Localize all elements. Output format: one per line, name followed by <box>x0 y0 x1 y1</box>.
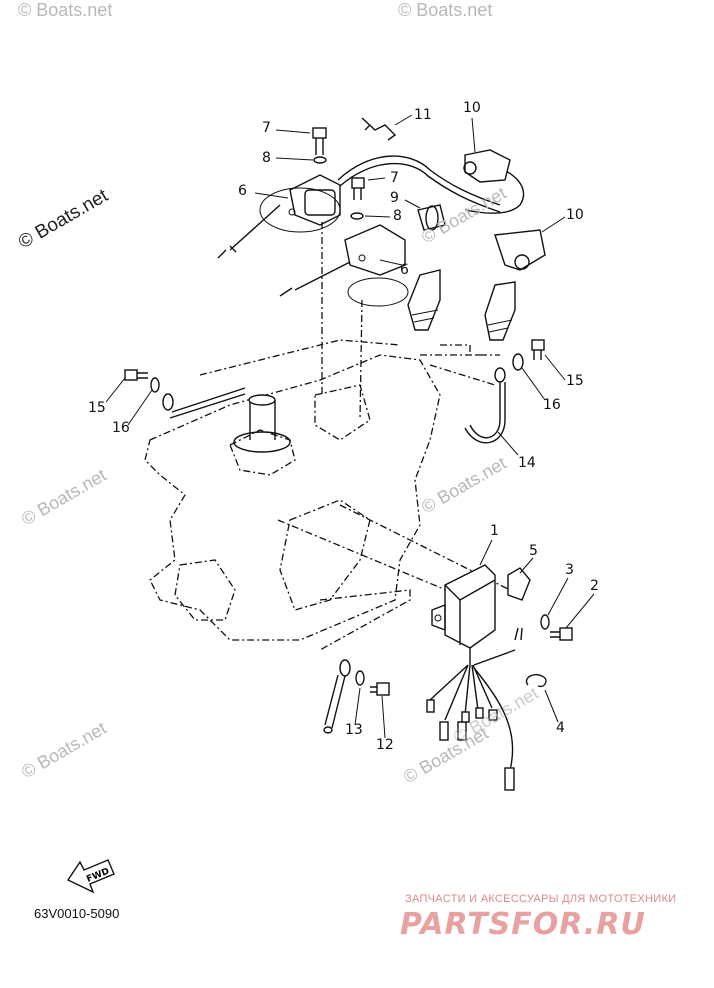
spark-plug-left <box>407 269 441 331</box>
bolt-2 <box>550 627 573 641</box>
callout-number: 15 <box>566 373 584 389</box>
ground-lead-14 <box>464 367 506 444</box>
brand-logo: PARTSFOR.RU <box>400 907 646 942</box>
callout-number: 9 <box>390 190 399 206</box>
bracket-5 <box>507 567 531 601</box>
washer-8-upper <box>313 156 327 164</box>
bolt-12 <box>370 682 390 696</box>
bolt-7-lower <box>351 177 365 200</box>
cdi-unit-1 <box>431 564 496 649</box>
callout-number: 10 <box>566 207 584 223</box>
washer-16-right <box>512 353 524 371</box>
engine-block-outline <box>144 339 441 651</box>
callout-number: 6 <box>238 183 247 199</box>
brand-tagline: ЗАПЧАСТИ И АКСЕССУАРЫ ДЛЯ МОТОТЕХНИКИ <box>405 893 677 905</box>
callout-number: 2 <box>590 578 599 594</box>
callout-number: 1 <box>490 523 499 539</box>
diagram-code: 63V0010-5090 <box>34 906 120 921</box>
callout-number: 7 <box>262 120 271 136</box>
callout-number: 16 <box>112 420 130 436</box>
spark-plug-right <box>484 281 516 341</box>
leader-lines <box>277 222 521 601</box>
plug-cap-10-lower <box>494 229 546 271</box>
callout-number: 8 <box>393 208 402 224</box>
callout-leaders <box>105 114 595 739</box>
clip-11 <box>361 117 397 141</box>
callout-number: 6 <box>400 262 409 278</box>
callout-number: 7 <box>390 170 399 186</box>
callout-number: 15 <box>88 400 106 416</box>
callout-number: 5 <box>529 543 538 559</box>
watermark: © Boats.net <box>398 0 493 20</box>
washer-16-left <box>150 377 160 393</box>
bolt-15-right <box>531 339 545 360</box>
clamp-4 <box>525 674 547 688</box>
grommet-9 <box>417 204 446 231</box>
callout-number: 3 <box>565 562 574 578</box>
ignition-coil-lower <box>279 224 409 307</box>
callout-number: 12 <box>376 737 394 753</box>
callout-number: 16 <box>543 397 561 413</box>
ignition-coil-upper <box>217 174 341 259</box>
callout-number: 14 <box>518 455 536 471</box>
plug-cap-10-upper <box>463 149 511 183</box>
fwd-arrow-icon <box>66 859 115 894</box>
cdi-wiring <box>426 627 523 791</box>
ground-lead-left <box>162 387 246 419</box>
callout-number: 10 <box>463 100 481 116</box>
bolt-7-upper <box>312 127 327 155</box>
callout-number: 4 <box>556 720 565 736</box>
washer-13 <box>355 670 365 686</box>
washer-3 <box>540 614 550 630</box>
ground-lead-bottom <box>323 659 351 734</box>
engine-shaft <box>233 394 291 453</box>
washer-8-lower <box>350 212 364 220</box>
watermark: © Boats.net <box>18 0 113 20</box>
callout-number: 8 <box>262 150 271 166</box>
bolt-15-left <box>124 369 148 381</box>
callout-number: 13 <box>345 722 363 738</box>
callout-number: 11 <box>414 107 432 123</box>
